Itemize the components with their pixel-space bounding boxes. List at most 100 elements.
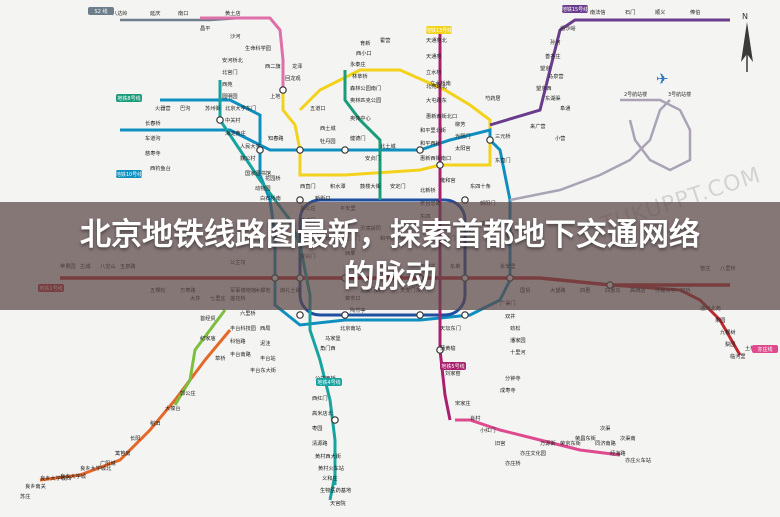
station-label-jjm: 纪家庙	[200, 334, 216, 342]
station-label-fb: 俸伯	[690, 8, 700, 16]
station-label-yq: 延庆	[150, 9, 160, 17]
station-label-xhmn: 小红门	[480, 426, 496, 434]
station-label-jmx: 角门西	[320, 344, 336, 352]
title-banner	[0, 202, 780, 310]
station-label-az: 安贞门	[365, 154, 381, 162]
station-label-lxdxx: 良乡大学城西	[40, 474, 71, 482]
station-label-hlg: 回龙观	[285, 74, 301, 82]
station-label-wdk: 五道口	[310, 104, 326, 112]
station-label-jst: 积水潭	[330, 182, 346, 190]
station-label-ymy: 圆明园	[222, 93, 238, 100]
line-changping	[200, 16, 285, 90]
interchange-station-marker	[296, 311, 304, 319]
station-label-sy: 顺义	[655, 9, 665, 16]
station-label-jg: 旧宫	[495, 439, 505, 447]
station-label-lz: 龙泽	[292, 62, 302, 70]
station-label-lsq: 立水桥	[426, 68, 442, 76]
airport-terminal-3: 3号航站楼	[668, 92, 692, 98]
station-label-lf: 柳芳	[455, 120, 465, 128]
banner-title-line-2: 的脉动	[343, 259, 437, 295]
station-label-slh: 十里河	[510, 348, 526, 356]
station-label-slg: 森林公园南门	[350, 84, 381, 92]
station-label-sz: 苏庄	[20, 492, 30, 500]
interchange-station-marker	[416, 146, 424, 154]
station-label-yhz: 义和庄	[322, 474, 338, 482]
station-label-ftz: 丰台站	[260, 354, 276, 362]
station-label-rmdx: 人民大学	[240, 142, 261, 150]
station-label-ahq: 安河桥北	[222, 56, 244, 64]
station-label-hchz: 黄村火车站	[318, 464, 344, 472]
line-tag-yizhuang: 亦庄线	[752, 345, 778, 353]
station-label-xdyt: 西钓鱼台	[150, 164, 171, 172]
station-label-rjdj: 荣京东街	[560, 439, 581, 447]
station-label-cp: 昌平	[200, 25, 210, 32]
station-label-nfx: 南法信	[590, 8, 606, 16]
station-label-css2: 成寿寺	[500, 386, 516, 394]
station-label-sh: 孙河	[550, 38, 560, 46]
station-label-tjnl: 同济南路	[595, 439, 617, 447]
station-label-jhl: 经海路	[610, 449, 626, 457]
station-label-xzm: 西直门	[300, 182, 316, 190]
station-label-css: 慈寿寺	[145, 149, 161, 157]
line-tag-badge	[440, 362, 466, 370]
line-tags: S2 线地铁15号线地铁13号线地铁10号线地铁1号线地铁4号线地铁5号线地铁8…	[38, 5, 778, 386]
station-label-cq: 草桥	[215, 354, 226, 362]
station-label-jks: 九棵树	[720, 328, 736, 336]
station-label-dsst: 东四十条	[470, 182, 491, 190]
line-tag-text: 地铁5号线	[441, 363, 464, 370]
station-label-zcl: 知春路	[268, 134, 284, 142]
line-airport-loop	[620, 98, 692, 172]
station-label-szj: 苏州街	[205, 104, 221, 112]
station-label-gldj: 鼓楼大街	[360, 182, 381, 190]
station-label-bgm: 北宫门	[222, 68, 238, 76]
line-tag-line10: 地铁10号线	[116, 170, 142, 178]
station-label-dt: 稻田	[150, 419, 160, 427]
station-label-ftnl: 丰台南路	[230, 350, 252, 358]
line-15	[489, 18, 730, 127]
station-label-yx: 育新	[360, 39, 370, 47]
station-label-btc: 北土城	[380, 142, 396, 150]
station-label-syj: 芍药居	[485, 94, 501, 102]
station-label-js: 劲松	[510, 324, 520, 332]
station-label-gxm: 光熙门	[455, 132, 471, 140]
station-label-yzhcz: 亦庄火车站	[625, 456, 651, 464]
station-label-sd: 上地	[270, 92, 280, 100]
station-label-yzq: 亦庄桥	[505, 459, 521, 467]
station-label-alp: 奥林匹克公园	[350, 96, 381, 104]
station-label-atz: 奥体中心	[350, 114, 371, 122]
line-8	[343, 70, 382, 200]
interchange-station-marker	[216, 116, 224, 124]
line-tag-text: S2 线	[95, 8, 108, 15]
line-tag-text: 亦庄线	[757, 346, 772, 353]
interchange-station-marker	[341, 146, 349, 154]
station-label-tq: 土桥	[745, 344, 756, 352]
station-label-qyl: 清源路	[312, 439, 328, 447]
station-label-adm: 安定门	[390, 182, 406, 190]
station-label-lbf: 篱笆房	[115, 449, 131, 457]
station-label-cdg: 车道沟	[145, 134, 161, 142]
station-label-tyg: 太阳宫	[455, 144, 471, 152]
station-label-yzwhy: 亦庄文化园	[520, 449, 546, 457]
station-label-mqy: 马泉营	[548, 72, 564, 80]
station-label-ljy: 刘家窑	[445, 369, 461, 377]
station-label-xj: 西局	[260, 325, 270, 332]
station-label-bg: 巴沟	[180, 104, 190, 112]
station-label-lsqn: 立水桥南	[430, 79, 451, 87]
line-tag-text: 地铁13号线	[426, 27, 452, 34]
station-label-hyq: 花园桥	[265, 174, 281, 182]
line-tag-text: 地铁8号线	[117, 95, 140, 102]
station-label-zy: 枣园	[312, 424, 322, 432]
station-label-cy: 长阳	[130, 434, 140, 442]
station-label-dzm: 东直门	[495, 156, 511, 164]
station-label-sjzg: 宋家庄	[455, 399, 471, 407]
station-label-bjnz: 北京南站	[340, 324, 361, 332]
station-label-xeq: 西二旗	[265, 62, 281, 70]
station-label-mjp: 马家堡	[325, 334, 341, 342]
station-label-gmd: 高米店北	[312, 409, 334, 417]
station-label-tty: 天通苑	[426, 52, 442, 60]
station-label-ly: 梨园	[725, 340, 735, 348]
station-label-nk: 南口	[178, 9, 188, 17]
line-tag-text: 地铁15号线	[562, 6, 588, 13]
interchange-station-marker	[436, 346, 444, 354]
station-label-wjx: 望京西	[536, 84, 552, 92]
